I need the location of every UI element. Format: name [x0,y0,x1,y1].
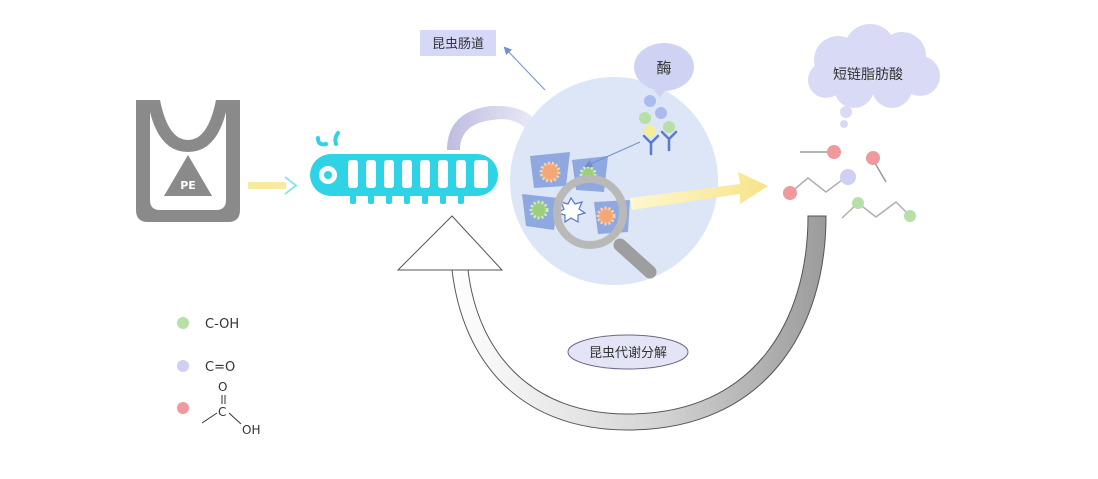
metabolism-label-box: 昆虫代谢分解 [567,334,689,370]
legend-cooh-oh: OH [242,423,260,437]
arrow-gut-to-products [630,172,768,210]
pe-bag-icon: PE [136,100,240,222]
legend-dot-cooh [177,402,189,414]
fatty-acids-label: 短链脂肪酸 [833,67,903,83]
legend: C-OH C=O O C OH [177,317,260,437]
product-molecules [783,145,916,222]
cloud-bubble-icon: 短链脂肪酸 [808,24,940,128]
legend-dot-co [177,360,189,372]
legend-cooh-o: O [218,380,227,394]
legend-coh: C-OH [205,317,239,332]
larva-icon [310,131,498,204]
legend-dot-coh [177,317,189,329]
metabolism-label: 昆虫代谢分解 [589,345,667,361]
enzyme-dots [639,95,675,137]
gut-label-box: 昆虫肠道 [420,30,496,56]
recycle-triangle-icon [164,155,212,196]
metabolism-return-arrow [396,215,827,431]
legend-co: C=O [205,360,235,375]
enzyme-label: 酶 [656,59,671,77]
gut-circle [510,77,718,285]
gut-pointer-line [503,46,546,91]
gut-label: 昆虫肠道 [432,37,484,52]
arrow-bag-to-larva [248,176,298,195]
pe-label: PE [180,179,196,192]
legend-cooh-c: C [218,405,226,419]
magnifier-icon [553,175,657,279]
enzyme-y-icon [642,130,678,156]
speech-bubble-icon: 酶 [634,43,694,98]
